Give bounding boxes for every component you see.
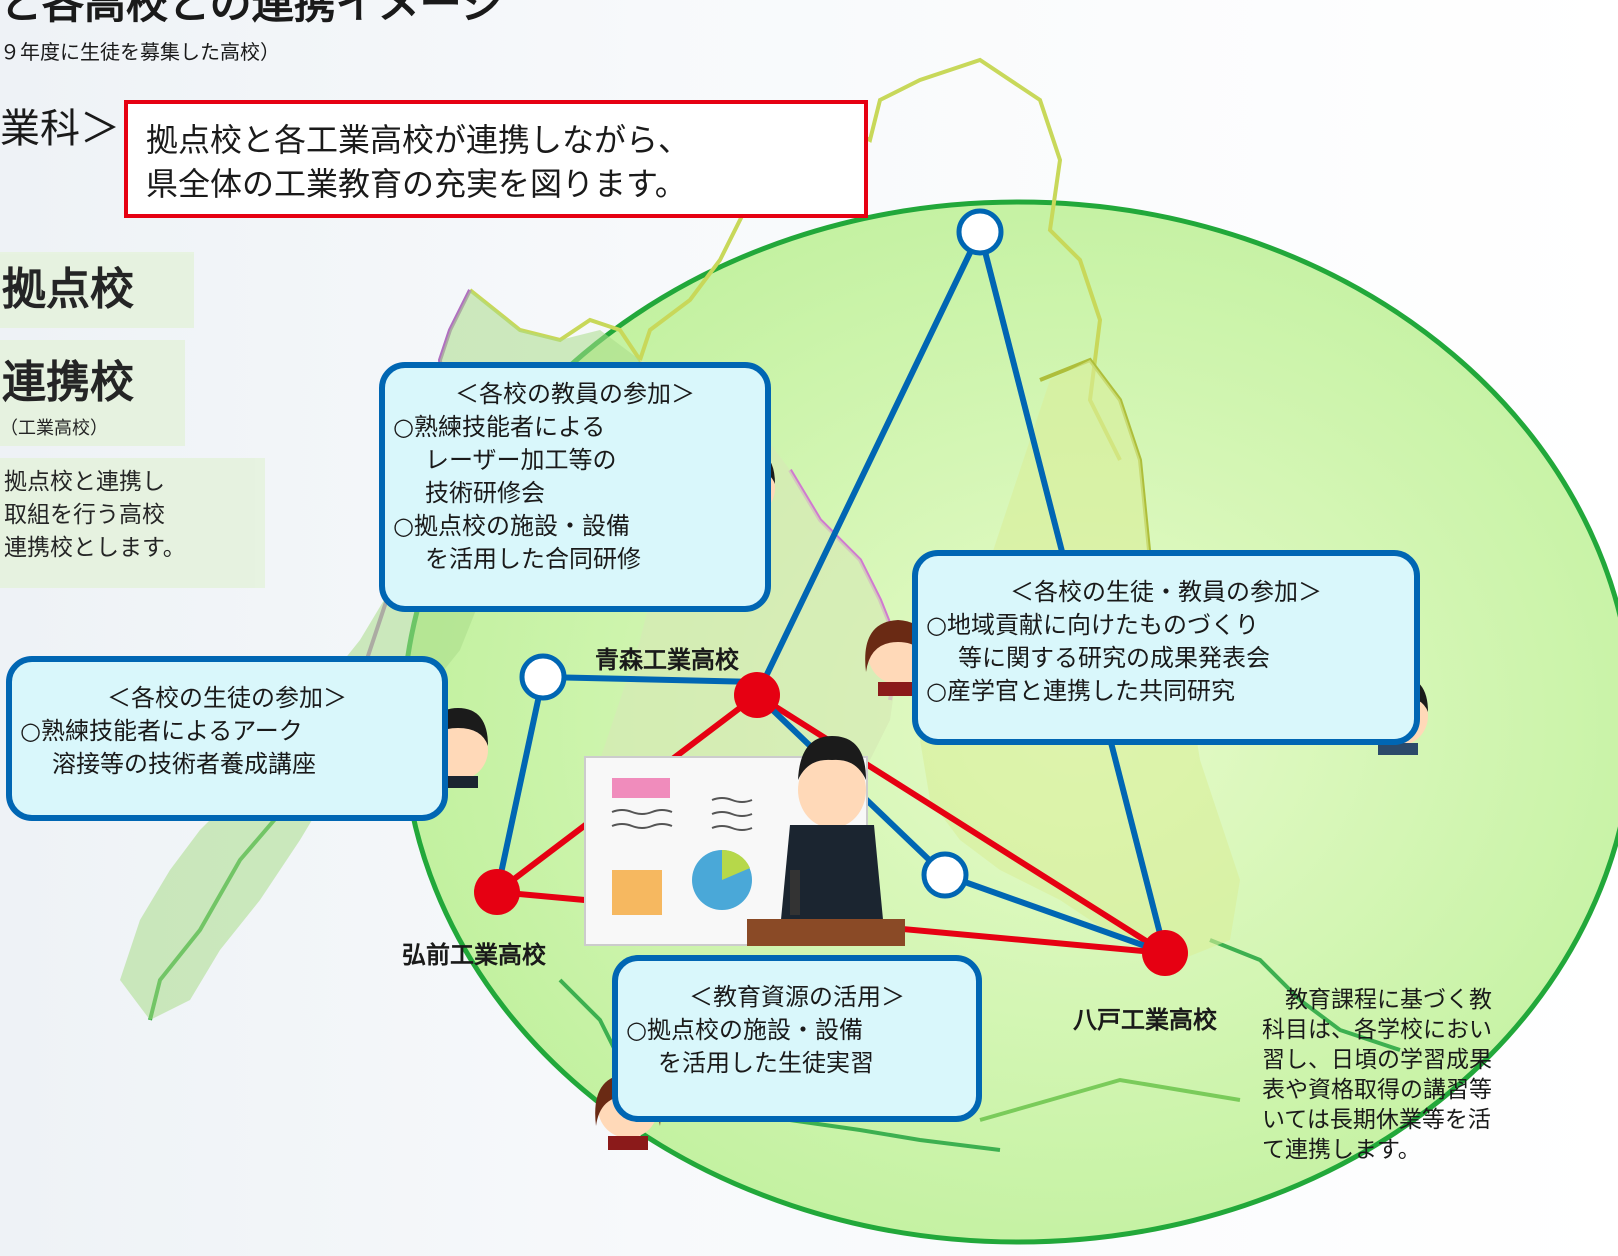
- legend-note: 拠点校と連携し 取組を行う高校 連携校とします。: [0, 458, 265, 588]
- bubble-line: ○熟練技能者によるアーク: [20, 717, 303, 745]
- legend-note-line: 連携校とします。: [4, 535, 186, 561]
- resource-utilization-bubble: ＜教育資源の活用＞ ○拠点校の施設・設備 を活用した生徒実習: [612, 955, 982, 1122]
- bubble-heading: ＜教育資源の活用＞: [689, 983, 905, 1011]
- curriculum-note-line: いては長期休業等を活: [1262, 1107, 1491, 1133]
- renkei-node-west: [519, 653, 567, 701]
- renkei-node-north: [956, 208, 1004, 256]
- bubble-line: 技術研修会: [425, 479, 545, 507]
- student-teacher-participation-bubble: ＜各校の生徒・教員の参加＞ ○地域貢献に向けたものづくり 等に関する研究の成果発…: [912, 550, 1420, 745]
- page-title: と各高校との連携イメージ: [0, 0, 503, 28]
- kyoten-node-hirosaki: [474, 869, 520, 915]
- section-heading: 業科＞: [0, 106, 120, 152]
- bubble-line: を活用した生徒実習: [658, 1049, 874, 1077]
- renkei-node-south: [921, 851, 969, 899]
- bubble-line: 溶接等の技術者養成講座: [52, 750, 316, 778]
- curriculum-note-line: 習し、日頃の学習成果: [1262, 1047, 1492, 1073]
- school-label-hirosaki: 弘前工業高校: [402, 941, 546, 969]
- school-label-aomori: 青森工業高校: [595, 646, 739, 674]
- legend-note-line: 取組を行う高校: [4, 502, 165, 528]
- legend-renkei-label: 連携校: [2, 357, 134, 408]
- legend-kyoten: 拠点校: [0, 252, 194, 328]
- curriculum-note-line: て連携します。: [1262, 1137, 1421, 1163]
- legend-renkei-sub: （工業高校）: [0, 418, 108, 439]
- curriculum-note-line: 科目は、各学校におい: [1262, 1017, 1492, 1043]
- bubble-line: レーザー加工等の: [425, 446, 617, 474]
- page-subtitle: ９年度に生徒を募集した高校）: [0, 40, 280, 64]
- bubble-line: 等に関する研究の成果発表会: [958, 644, 1270, 672]
- student-participation-bubble: ＜各校の生徒の参加＞ ○熟練技能者によるアーク 溶接等の技術者養成講座: [6, 656, 448, 821]
- kyoten-node-hachinohe: [1142, 930, 1188, 976]
- curriculum-note-line: 教育課程に基づく教: [1262, 987, 1492, 1013]
- bubble-line: ○拠点校の施設・設備: [626, 1016, 863, 1044]
- callout-line-1: 拠点校と各工業高校が連携しながら、: [146, 121, 691, 159]
- bubble-line: を活用した合同研修: [425, 545, 641, 573]
- legend-note-line: 拠点校と連携し: [4, 469, 165, 495]
- bubble-heading: ＜各校の生徒・教員の参加＞: [1010, 578, 1322, 606]
- bubble-line: ○地域貢献に向けたものづくり: [926, 611, 1259, 639]
- bubble-line: ○産学官と連携した共同研究: [926, 677, 1235, 705]
- presentation-illustration: [584, 736, 905, 946]
- kyoten-node-aomori: [734, 672, 780, 718]
- bubble-line: ○拠点校の施設・設備: [393, 512, 630, 540]
- main-callout: 拠点校と各工業高校が連携しながら、 県全体の工業教育の充実を図ります。: [124, 100, 868, 218]
- school-label-hachinohe: 八戸工業高校: [1073, 1006, 1217, 1034]
- teacher-participation-bubble: ＜各校の教員の参加＞ ○熟練技能者による レーザー加工等の 技術研修会 ○拠点校…: [379, 362, 771, 612]
- bubble-heading: ＜各校の生徒の参加＞: [107, 684, 347, 712]
- bubble-line: ○熟練技能者による: [393, 413, 606, 441]
- legend-renkei: 連携校 （工業高校）: [0, 340, 185, 446]
- curriculum-note-line: 表や資格取得の講習等: [1262, 1077, 1492, 1103]
- bubble-heading: ＜各校の教員の参加＞: [455, 380, 695, 408]
- callout-line-2: 県全体の工業教育の充実を図ります。: [146, 165, 687, 203]
- curriculum-note: 教育課程に基づく教 科目は、各学校におい 習し、日頃の学習成果 表や資格取得の講…: [1262, 985, 1618, 1165]
